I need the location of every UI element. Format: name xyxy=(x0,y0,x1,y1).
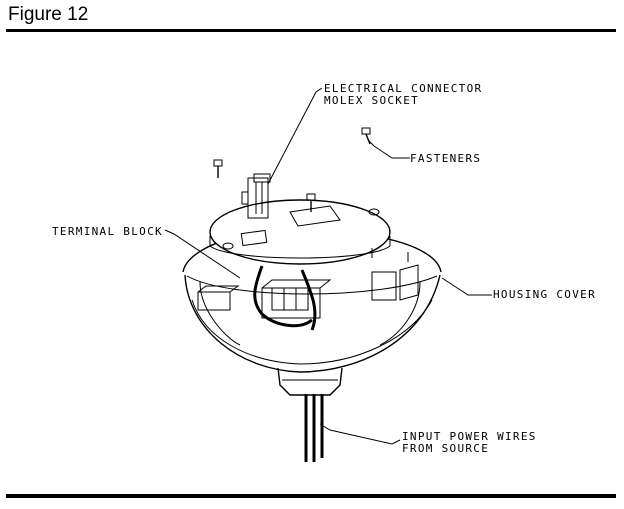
wires-label-line2: FROM SOURCE xyxy=(402,442,489,455)
wires-label-line1: INPUT POWER WIRES xyxy=(402,430,537,443)
molex-connector xyxy=(241,173,271,219)
inner-components xyxy=(197,264,419,319)
fastener-left xyxy=(213,159,223,178)
bottom-rule xyxy=(6,494,616,498)
housing-stem xyxy=(277,367,343,396)
internal-wires xyxy=(253,265,317,331)
housing-cover-label: HOUSING COVER xyxy=(493,288,596,301)
leader-lines xyxy=(164,87,492,445)
connector-label-line1: ELECTRICAL CONNECTOR xyxy=(324,82,482,95)
mounting-plate xyxy=(209,199,409,265)
connector-label-line2: MOLEX SOCKET xyxy=(324,94,419,107)
figure-title: Figure 12 xyxy=(8,4,89,25)
input-power-wires xyxy=(304,394,324,462)
terminal-block-label: TERMINAL BLOCK xyxy=(52,225,163,238)
terminal-block-part xyxy=(271,287,309,311)
fastener-right xyxy=(361,127,371,145)
fasteners-label: FASTENERS xyxy=(410,152,481,165)
top-rule xyxy=(6,29,616,32)
fastener-center xyxy=(306,193,316,212)
